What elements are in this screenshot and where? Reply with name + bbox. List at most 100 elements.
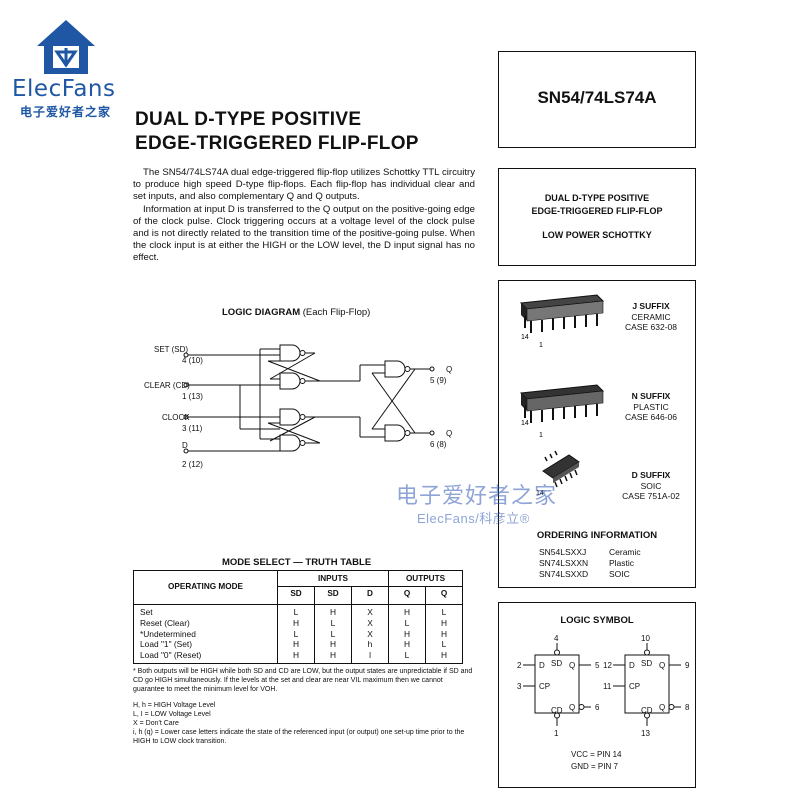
truth-table: OPERATING MODE INPUTS OUTPUTS SD SD D Q … (133, 570, 463, 664)
output-qbar-label: Q (446, 429, 452, 438)
sym-l-qbar: Q (569, 703, 575, 712)
package-d-suffix: D SUFFIX (631, 470, 671, 480)
sym-l-d: D (539, 661, 545, 670)
th-qbar: Q (425, 586, 463, 605)
package-j-suffix: J SUFFIX (632, 301, 670, 311)
dip-plastic-icon (519, 384, 605, 423)
desc-line-3: LOW POWER SCHOTTKY (542, 230, 652, 240)
sym-r-sd-pin: 10 (641, 634, 650, 643)
intro-paragraph-2: Information at input D is transferred to… (133, 203, 475, 264)
note-dont-care: X = Don't Care (133, 720, 179, 728)
logic-symbol-title: LOGIC SYMBOL (560, 615, 634, 626)
sym-r-d: D (629, 661, 635, 670)
pin-1-label: 1 (539, 342, 543, 349)
sym-r-q: Q (659, 661, 665, 670)
sym-r-qbar: Q (659, 703, 665, 712)
soic-icon (542, 450, 580, 488)
sym-r-cd-pin: 13 (641, 729, 650, 738)
truth-table-title: MODE SELECT — TRUTH TABLE (222, 557, 372, 568)
watermark-chinese: 电子爱好者之家 (396, 483, 558, 508)
sym-l-cd-pin: 1 (554, 729, 559, 738)
package-j-material: CERAMIC (631, 311, 671, 322)
gnd-note: GND = PIN 7 (571, 762, 618, 771)
logic-diagram: SET (SD) 4 (10) CLEAR (CD) 1 (13) CLOCK … (144, 344, 452, 469)
input-d-label: D (182, 441, 188, 450)
description-box: DUAL D-TYPE POSITIVE EDGE-TRIGGERED FLIP… (498, 168, 696, 266)
input-clock-pins: 3 (11) (182, 424, 203, 433)
watermark-brand: ElecFans/科彦立® (417, 511, 530, 526)
part-number: SN54/74LS74A (537, 88, 657, 107)
package-n-case: CASE 646-06 (625, 412, 677, 422)
package-n-material: PLASTIC (633, 401, 669, 412)
sym-r-q-pin: 9 (685, 661, 690, 670)
sym-l-q: Q (569, 661, 575, 670)
th-inputs: INPUTS (277, 570, 389, 587)
nand-gate-5 (384, 360, 411, 378)
pin-14-label-n: 14 (521, 420, 529, 427)
desc-line-2: EDGE-TRIGGERED FLIP-FLOP (531, 206, 663, 216)
note-high: H, h = HIGH Voltage Level (133, 701, 216, 709)
elecfans-logo (33, 18, 99, 81)
logic-symbol-diagram: 4 2 3 1 5 6 SD D CP CD Q Q 10 12 11 13 9… (517, 634, 690, 771)
th-q: Q (388, 586, 426, 605)
logic-diagram-subtitle: (Each Flip-Flop) (302, 307, 371, 318)
part-number-box: SN54/74LS74A (498, 51, 696, 148)
ordering-title: ORDERING INFORMATION (536, 530, 658, 541)
package-n: N SUFFIX PLASTIC CASE 646-06 (609, 391, 693, 423)
note-low: L, I = LOW Voltage Level (133, 710, 211, 718)
sym-l-d-pin: 2 (517, 661, 522, 670)
logic-diagram-title: LOGIC DIAGRAM (Each Flip-Flop) (222, 307, 370, 318)
input-clear-pins: 1 (13) (182, 392, 203, 401)
intro-paragraph-1: The SN54/74LS74A dual edge-triggered fli… (133, 167, 475, 203)
sym-r-cd: CD (641, 706, 653, 715)
logo-subtitle: 电子爱好者之家 (20, 105, 112, 119)
nand-gate-2 (279, 372, 306, 390)
sym-r-cp: CP (629, 682, 640, 691)
output-qbar-pins: 6 (8) (430, 440, 447, 449)
input-clear-label: CLEAR (CD) (144, 381, 190, 390)
vcc-note: VCC = PIN 14 (571, 750, 622, 759)
nand-gate-6 (384, 424, 411, 442)
package-d-material: SOIC (640, 480, 662, 491)
output-q-label: Q (446, 365, 452, 374)
package-box: 14 1 14 1 14 J SUF (498, 280, 696, 588)
sym-r-d-pin: 12 (603, 661, 612, 670)
logo-brand-text: ElecFans (12, 76, 116, 102)
logic-diagram-heading: LOGIC DIAGRAM (222, 307, 301, 318)
sym-l-cp: CP (539, 682, 550, 691)
note-lowercase: i, h (q) = Lower case letters indicate t… (133, 729, 465, 746)
input-set-pins: 4 (10) (182, 356, 203, 365)
input-set-label: SET (SD) (154, 345, 188, 354)
th-sd: SD (277, 586, 315, 605)
title-line-1: DUAL D-TYPE POSITIVE (135, 109, 362, 130)
desc-line-1: DUAL D-TYPE POSITIVE (544, 193, 650, 203)
sym-l-sd: SD (551, 659, 562, 668)
dip-ceramic-icon (519, 294, 605, 333)
logic-symbol-box: LOGIC SYMBOL 4 2 3 1 5 6 SD (498, 602, 696, 788)
package-d: D SUFFIX SOIC CASE 751A-02 (609, 470, 693, 502)
package-j-case: CASE 632-08 (625, 322, 677, 332)
sym-l-sd-pin: 4 (554, 634, 559, 643)
sym-r-qbar-pin: 8 (685, 703, 690, 712)
pin-14-label: 14 (521, 334, 529, 341)
package-n-suffix: N SUFFIX (631, 391, 671, 401)
nand-gate-3 (279, 408, 306, 426)
title-line-2: EDGE-TRIGGERED FLIP-FLOP (135, 133, 419, 154)
pin-14-label-d: 14 (536, 490, 544, 497)
th-mode: OPERATING MODE (133, 570, 278, 605)
th-d: D (351, 586, 389, 605)
output-q-pins: 5 (9) (430, 376, 447, 385)
sym-r-sd: SD (641, 659, 652, 668)
th-cd: SD (314, 586, 352, 605)
nand-gate-1 (279, 344, 306, 362)
pin-1-label-n: 1 (539, 432, 543, 439)
sym-l-cd: CD (551, 706, 563, 715)
nand-gate-4 (279, 434, 306, 452)
input-d-pins: 2 (12) (182, 460, 203, 469)
intro-text: The SN54/74LS74A dual edge-triggered fli… (133, 167, 475, 265)
